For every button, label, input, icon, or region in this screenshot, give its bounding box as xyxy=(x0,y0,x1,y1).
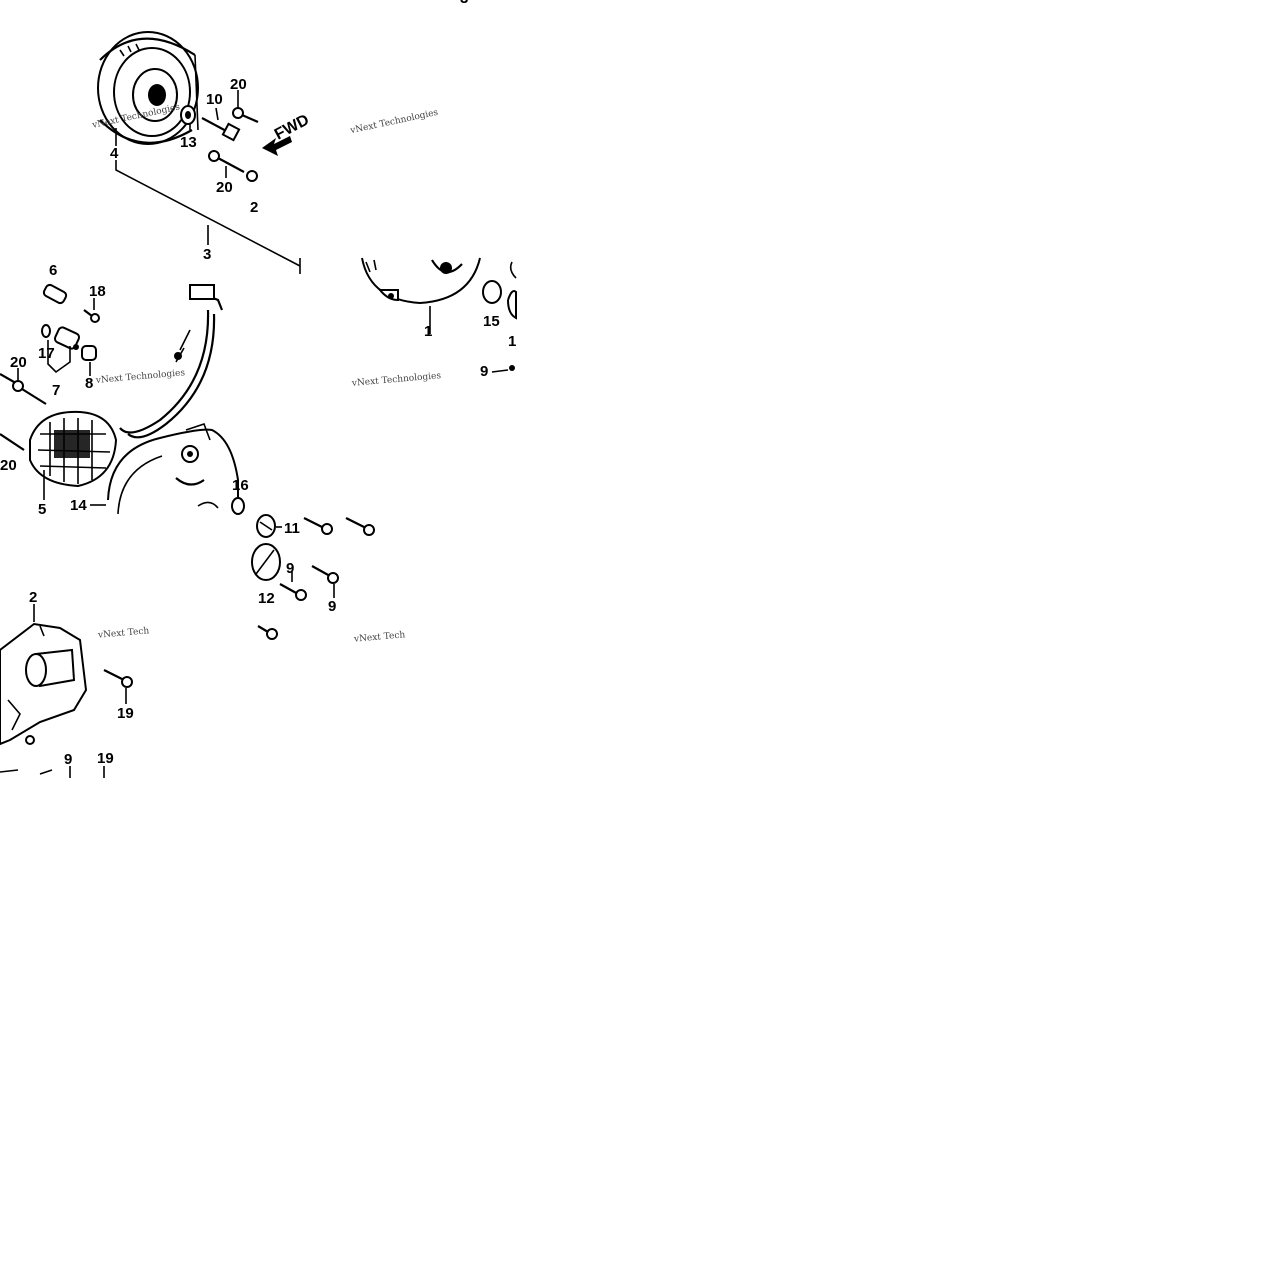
callout-7: 7 xyxy=(52,382,60,399)
callout-4: 4 xyxy=(110,145,119,162)
plug-11 xyxy=(256,514,276,538)
callout-19: 19 xyxy=(97,750,114,767)
svg-text:vNext Tech: vNext Tech xyxy=(353,630,406,645)
callout-18: 18 xyxy=(89,283,106,300)
callout-20: 20 xyxy=(10,354,27,371)
cover-fragment xyxy=(361,257,481,305)
callout-14: 14 xyxy=(70,497,87,514)
bolt-9-c xyxy=(279,583,307,601)
grommet-8 xyxy=(81,345,97,361)
callout-20: 20 xyxy=(230,76,247,93)
stator-5 xyxy=(29,410,118,488)
bolt-19 xyxy=(103,669,133,688)
oring-16 xyxy=(231,497,245,515)
callout-5: 5 xyxy=(38,501,46,518)
bolt-9-b xyxy=(345,517,375,536)
callout-6: 6 xyxy=(49,262,57,279)
cap-12 xyxy=(251,543,281,581)
callout-9: 9 xyxy=(480,363,488,380)
bolt-20-mid xyxy=(0,373,47,405)
callout-9: 9 xyxy=(286,560,294,577)
bolt-9-d xyxy=(311,565,339,584)
callout-15: 15 xyxy=(483,313,500,330)
collar-6 xyxy=(42,283,68,305)
bolt-20-upper xyxy=(232,107,259,124)
watermark-5: vNext Tech xyxy=(97,626,150,641)
callout-13: 13 xyxy=(180,134,197,151)
callout-9: 9 xyxy=(328,598,336,615)
callout-19: 19 xyxy=(117,705,134,722)
callout-1: 1 xyxy=(424,323,432,340)
callout-16: 16 xyxy=(232,477,249,494)
oring-15 xyxy=(482,280,502,304)
callout-2: 2 xyxy=(29,589,37,606)
callout-12: 12 xyxy=(258,590,275,607)
oring-17 xyxy=(41,324,51,338)
callout-20: 20 xyxy=(0,457,17,474)
callout-17: 17 xyxy=(38,345,55,362)
bolt-9-e xyxy=(257,625,278,640)
svg-text:vNext Tech: vNext Tech xyxy=(97,626,150,641)
callout-9: 9 xyxy=(64,751,72,768)
generator-cover-14 xyxy=(107,422,239,515)
callout-11: 11 xyxy=(284,520,300,537)
bolt-20-lower xyxy=(208,150,258,182)
bolt-10 xyxy=(201,117,241,142)
bolt-9-a xyxy=(303,517,333,535)
callout-1: 1 xyxy=(508,333,516,350)
callout-top: 3 xyxy=(460,0,468,7)
callout-8: 8 xyxy=(85,375,93,392)
callout-20: 20 xyxy=(216,179,233,196)
callout-10: 10 xyxy=(206,91,223,108)
bolt-20-low xyxy=(0,433,25,451)
pulse-generator-7 xyxy=(53,326,81,350)
callout-3: 3 xyxy=(203,246,211,263)
wire-harness xyxy=(119,284,224,439)
callout-2: 2 xyxy=(250,199,258,216)
flywheel-rotor xyxy=(97,31,199,145)
watermark-6: vNext Tech xyxy=(353,630,406,645)
washer-13 xyxy=(180,105,196,125)
rear-cover-2 xyxy=(0,622,88,746)
bolt-18 xyxy=(83,309,100,323)
